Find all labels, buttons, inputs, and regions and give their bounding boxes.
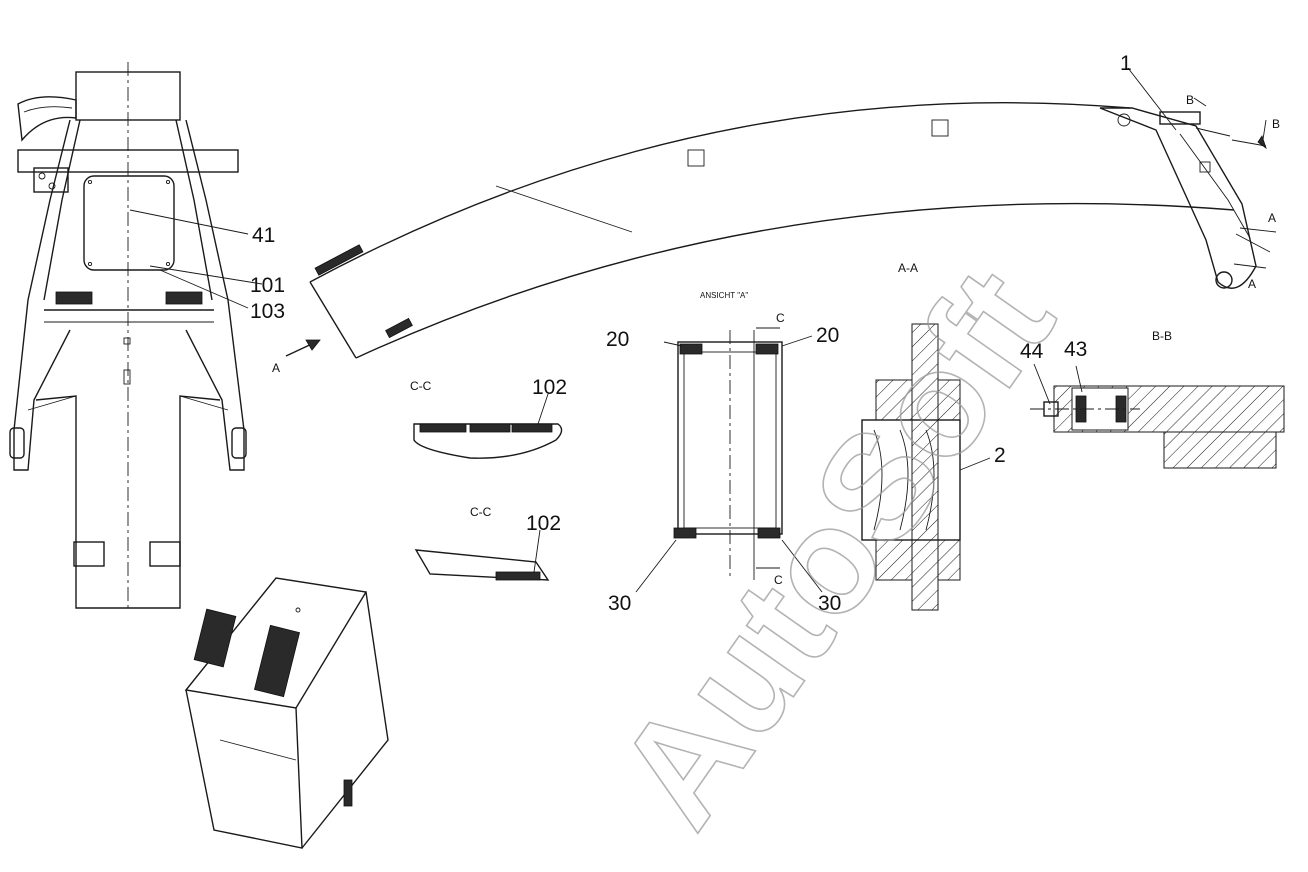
callout-20-right: 20 — [816, 324, 839, 347]
center-frame — [635, 327, 823, 593]
cut-markers — [285, 67, 1277, 357]
cut-b-top-label: B — [1186, 93, 1194, 107]
section-cc-top-label: C-C — [410, 379, 432, 393]
callout-101: 101 — [250, 274, 285, 297]
cut-c-top-label: C — [776, 311, 785, 325]
callout-labels: 1 41 101 103 102 102 20 20 30 30 2 44 43 — [250, 52, 1132, 615]
section-cc-bottom-label: C-C — [470, 505, 492, 519]
cut-a-upper-label: A — [1268, 211, 1276, 225]
isometric-box — [184, 577, 389, 849]
callout-1: 1 — [1120, 52, 1132, 75]
callout-20-left: 20 — [606, 328, 629, 351]
hatched-section — [861, 323, 991, 611]
callout-2: 2 — [994, 444, 1006, 467]
cut-b-right-label: B — [1272, 117, 1280, 131]
frame-top-view — [9, 62, 247, 612]
section-cc-bottom — [414, 529, 550, 581]
callout-44: 44 — [1020, 340, 1044, 363]
callout-103: 103 — [250, 300, 285, 323]
cut-a-lower-label: A — [1248, 277, 1256, 291]
view-a-arrow-label: A — [272, 361, 280, 375]
section-bb-label: B-B — [1152, 329, 1172, 343]
section-cc-top — [413, 393, 563, 459]
section-aa-label: A-A — [898, 261, 918, 275]
callout-41: 41 — [252, 224, 275, 247]
callout-30-right: 30 — [818, 592, 841, 615]
ansicht-a-label: ANSICHT "A" — [700, 291, 748, 300]
callout-102-bottom: 102 — [526, 512, 561, 535]
callout-102-top: 102 — [532, 376, 567, 399]
section-bb — [1030, 363, 1285, 469]
callout-30-left: 30 — [608, 592, 631, 615]
cut-c-bottom-label: C — [774, 573, 783, 587]
callout-43: 43 — [1064, 338, 1087, 361]
section-labels: A A-A B-B C-C C-C ANSICHT "A" B B A A C … — [272, 93, 1280, 587]
boom-view — [309, 97, 1271, 359]
left-leaders — [129, 209, 263, 309]
